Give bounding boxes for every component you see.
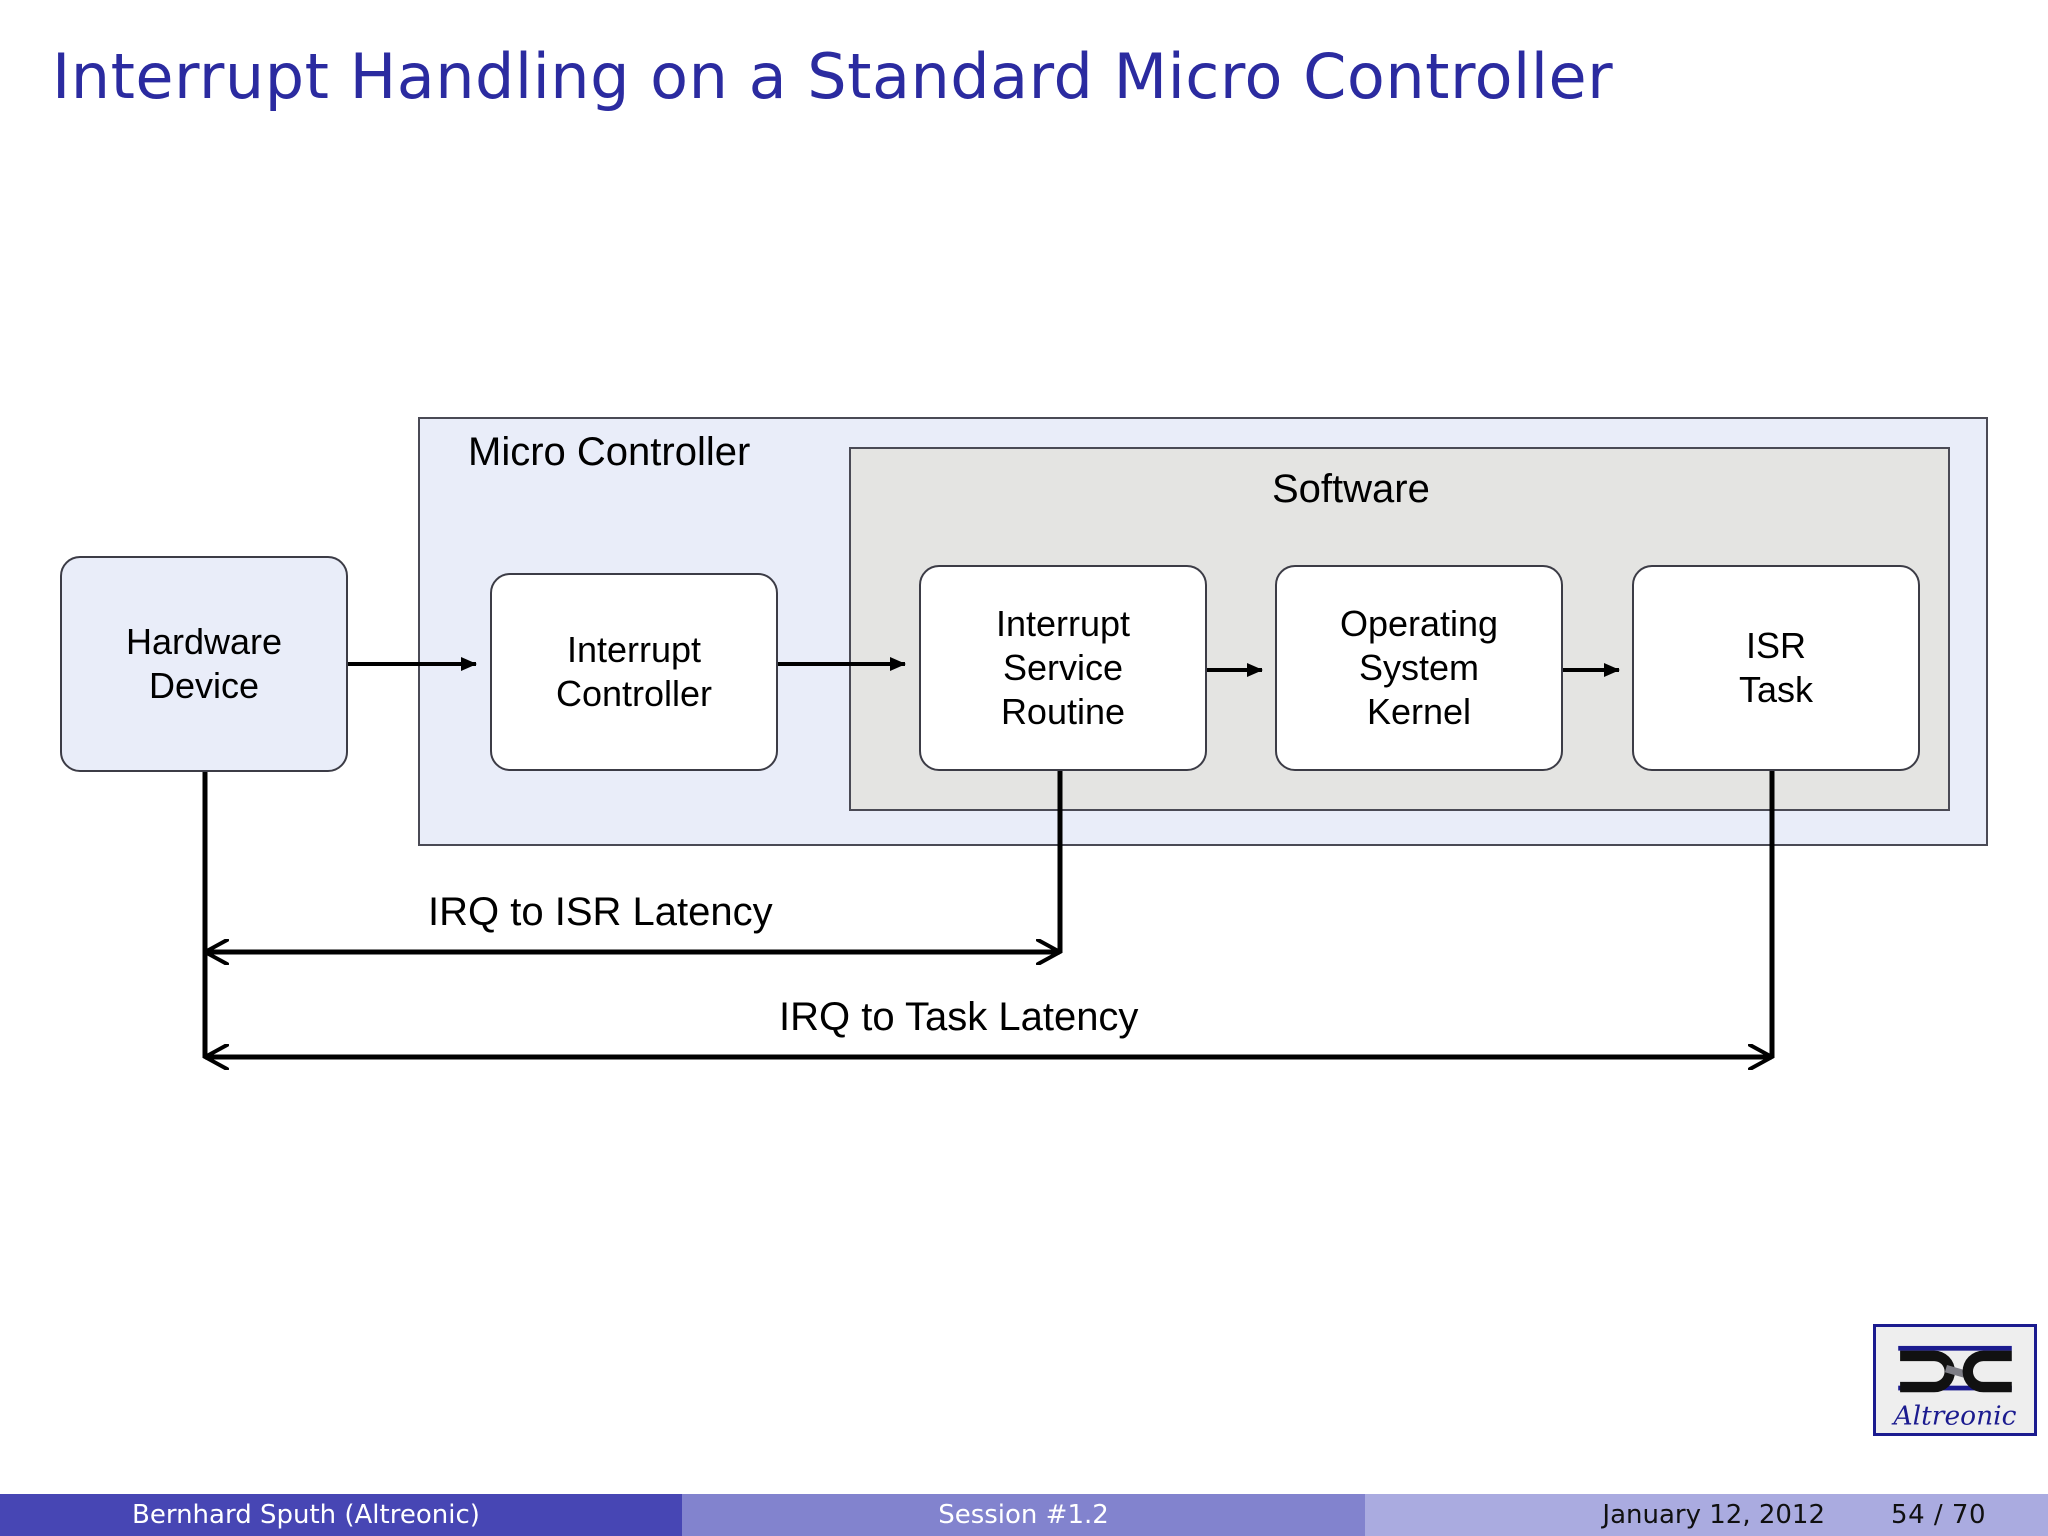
- footer-author: Bernhard Sputh (Altreonic): [0, 1494, 682, 1536]
- irq-to-task-latency-label: IRQ to Task Latency: [779, 995, 1139, 1039]
- logo-blue-rule-top: [1898, 1345, 2012, 1351]
- logo-wordmark: Altreonic: [1891, 1400, 2017, 1431]
- footer-page-number: 54 / 70: [1891, 1500, 1986, 1530]
- micro-controller-container-label: Micro Controller: [468, 430, 751, 474]
- logo-connector: [1944, 1364, 1967, 1378]
- footer-meta: January 12, 2012 54 / 70: [1365, 1494, 2048, 1536]
- irq-to-isr-latency-label: IRQ to ISR Latency: [428, 890, 773, 934]
- diagram-connectors: [202, 657, 1775, 1460]
- software-container-label: Software: [1272, 467, 1430, 511]
- slide-footer: Bernhard Sputh (Altreonic) Session #1.2 …: [0, 1494, 2048, 1536]
- interrupt-handling-diagram: Micro Controller Software: [60, 417, 1988, 1460]
- logo-blue-rule-bottom: [1898, 1385, 2012, 1391]
- footer-session: Session #1.2: [682, 1494, 1365, 1536]
- logo-c-shape: [1962, 1350, 2012, 1393]
- page-title: Interrupt Handling on a Standard Micro C…: [52, 40, 1614, 113]
- footer-date: January 12, 2012: [1602, 1500, 1826, 1530]
- altreonic-logo-mark: Altreonic: [1891, 1345, 2017, 1431]
- altreonic-logo: Altreonic: [1873, 1324, 2037, 1436]
